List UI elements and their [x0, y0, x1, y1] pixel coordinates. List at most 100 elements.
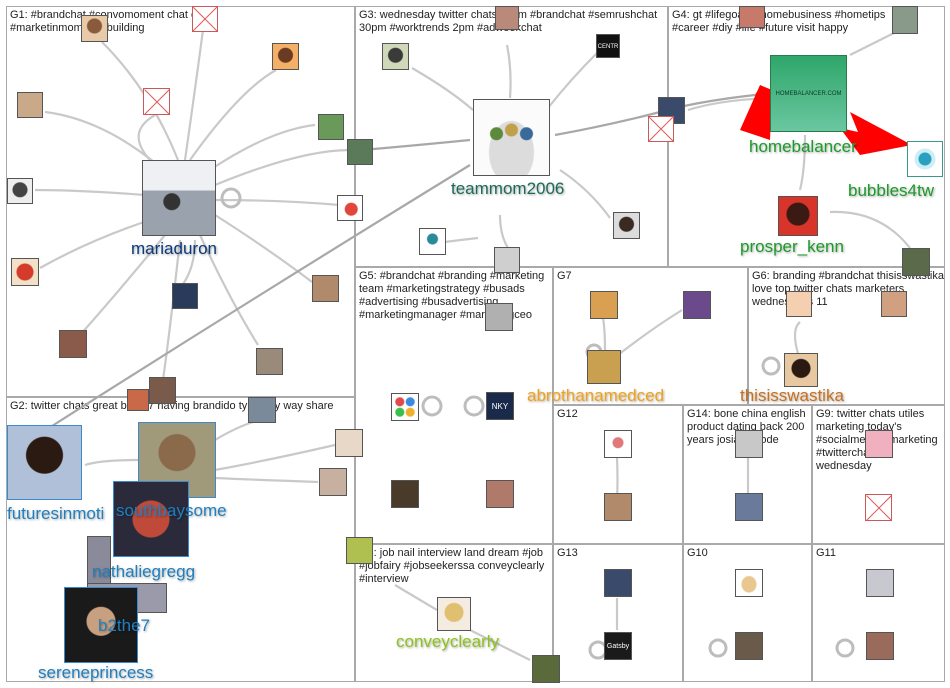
centr-logo-icon: CENTR — [597, 44, 619, 50]
node-avatar[interactable] — [7, 425, 82, 500]
node-label-b2the7[interactable]: b2the7 — [98, 616, 150, 635]
node-placeholder[interactable] — [143, 88, 170, 115]
group-title: G12 — [557, 408, 578, 420]
node-avatar[interactable] — [248, 397, 276, 423]
node-avatar[interactable] — [318, 114, 344, 140]
group-title: G4: gt #lifegoals #homebusiness #hometip… — [672, 9, 886, 34]
node-avatar[interactable] — [604, 569, 632, 597]
node-avatar[interactable] — [81, 15, 108, 42]
node-avatar[interactable] — [907, 141, 943, 177]
node-label-futuresinmoti[interactable]: futuresinmoti — [7, 504, 105, 523]
node-avatar[interactable] — [335, 429, 363, 457]
logo-icon — [420, 229, 445, 254]
node-label-nathaliegregg[interactable]: nathaliegregg — [92, 562, 196, 581]
node-avatar[interactable] — [319, 468, 347, 496]
node-avatar[interactable] — [587, 350, 621, 384]
node-placeholder[interactable] — [648, 116, 674, 142]
group-title: G7 — [557, 270, 572, 282]
node-avatar[interactable] — [346, 537, 373, 564]
node-label-bubbles4tw[interactable]: bubbles4tw — [848, 181, 935, 200]
group-title: G8: job nail interview land dream #job #… — [359, 547, 545, 585]
node-label-thisisswastika[interactable]: thisisswastika — [740, 386, 844, 405]
node-avatar[interactable] — [272, 43, 299, 70]
node-avatar[interactable] — [312, 275, 339, 302]
node-avatar[interactable]: Gatsby — [604, 632, 632, 660]
node-avatar[interactable] — [11, 258, 39, 286]
node-avatar[interactable]: HOMEBALANCER.COM — [770, 55, 847, 132]
node-avatar[interactable] — [142, 160, 216, 236]
node-avatar[interactable] — [7, 178, 33, 204]
node-placeholder[interactable] — [865, 494, 892, 521]
node-avatar[interactable] — [866, 569, 894, 597]
group-g8: G8: job nail interview land dream #job #… — [355, 544, 553, 682]
person-photo-icon — [12, 259, 38, 285]
group-g9: G9: twitter chats utiles marketing today… — [812, 405, 945, 544]
node-avatar[interactable] — [391, 393, 419, 421]
node-label-conveyclearly[interactable]: conveyclearly — [396, 632, 499, 651]
node-avatar[interactable] — [256, 348, 283, 375]
node-avatar[interactable] — [59, 330, 87, 358]
person-photo-icon — [65, 588, 137, 662]
node-label-teammom2006[interactable]: teammom2006 — [451, 179, 565, 198]
node-avatar[interactable] — [17, 92, 43, 118]
node-label-sereneprincess[interactable]: sereneprincess — [38, 663, 154, 682]
node-avatar[interactable] — [604, 493, 632, 521]
node-avatar[interactable] — [486, 480, 514, 508]
person-photo-icon — [438, 598, 470, 630]
node-avatar[interactable] — [590, 291, 618, 319]
node-avatar[interactable] — [892, 6, 918, 34]
node-avatar[interactable] — [382, 43, 409, 70]
nky-logo-icon: NKY — [491, 402, 509, 411]
node-avatar[interactable] — [786, 291, 812, 317]
node-avatar[interactable] — [494, 247, 520, 273]
node-avatar[interactable] — [604, 430, 632, 458]
node-avatar[interactable] — [113, 481, 189, 557]
node-avatar[interactable] — [784, 353, 818, 387]
node-avatar[interactable] — [347, 139, 373, 165]
homebalancer-logo-icon: HOMEBALANCER.COM — [775, 91, 842, 97]
node-avatar[interactable] — [739, 6, 765, 28]
group-title: G5: #brandchat #branding #marketing team… — [359, 270, 545, 321]
node-avatar[interactable] — [735, 430, 763, 458]
node-avatar[interactable]: CENTR — [596, 34, 620, 58]
node-avatar[interactable] — [778, 196, 818, 236]
group-title: G1: #brandchat #convomoment chat one #ma… — [10, 9, 210, 34]
node-avatar[interactable] — [495, 6, 519, 30]
node-avatar[interactable] — [532, 655, 560, 683]
node-avatar[interactable] — [87, 536, 111, 586]
node-avatar[interactable]: NKY — [486, 392, 514, 420]
node-avatar[interactable] — [735, 569, 763, 597]
node-avatar[interactable] — [613, 212, 640, 239]
group-title: G11 — [816, 547, 836, 559]
node-avatar[interactable] — [419, 228, 446, 255]
node-avatar[interactable] — [149, 377, 176, 404]
node-label-southbaysome[interactable]: southbaysome — [116, 501, 227, 520]
node-label-prosper-kenn[interactable]: prosper_kenn — [740, 237, 844, 256]
node-label-homebalancer[interactable]: homebalancer — [749, 137, 857, 156]
person-photo-icon — [614, 213, 639, 238]
group-g12: G12 — [553, 405, 683, 544]
node-avatar[interactable] — [172, 283, 198, 309]
node-placeholder[interactable] — [192, 6, 218, 32]
group-g7: G7 — [553, 267, 748, 405]
node-avatar[interactable] — [64, 587, 138, 663]
node-avatar[interactable] — [437, 597, 471, 631]
node-avatar[interactable] — [391, 480, 419, 508]
node-label-mariaduron[interactable]: mariaduron — [131, 239, 217, 258]
node-avatar[interactable] — [683, 291, 711, 319]
node-label-abrothanamedced[interactable]: abrothanamedced — [527, 386, 665, 405]
node-avatar[interactable] — [485, 303, 513, 331]
group-title: G13 — [557, 547, 578, 559]
node-avatar[interactable] — [127, 389, 149, 411]
node-avatar[interactable] — [337, 195, 363, 221]
node-avatar[interactable] — [881, 291, 907, 317]
group-g13: G13 — [553, 544, 683, 682]
node-avatar[interactable] — [865, 430, 893, 458]
node-avatar[interactable] — [735, 493, 763, 521]
hand-icon — [338, 196, 362, 220]
node-avatar[interactable] — [902, 248, 930, 276]
node-avatar[interactable] — [735, 632, 763, 660]
node-avatar[interactable] — [866, 632, 894, 660]
node-avatar[interactable] — [473, 99, 550, 176]
